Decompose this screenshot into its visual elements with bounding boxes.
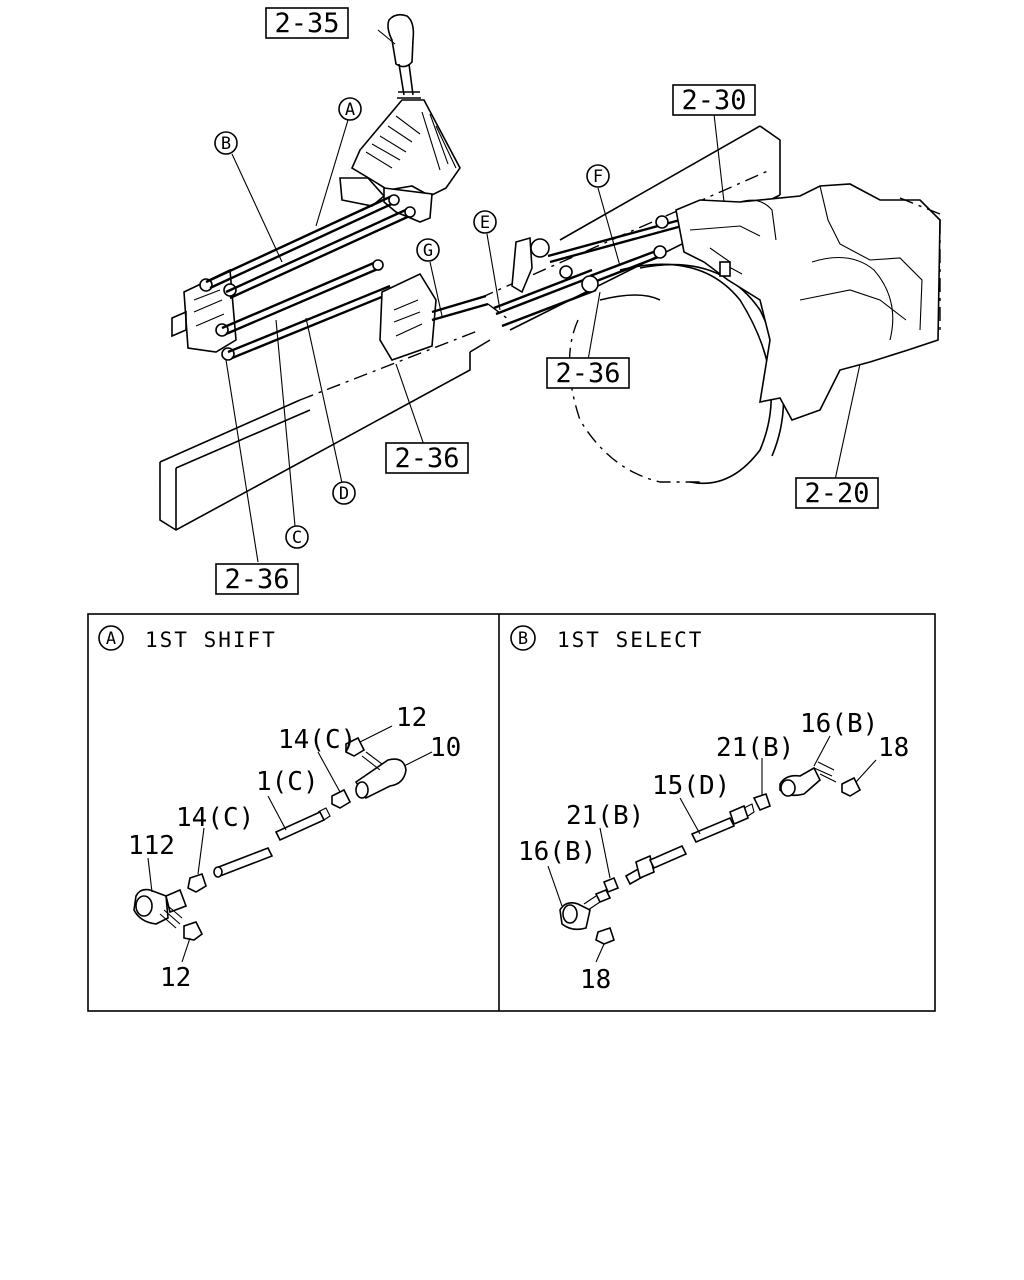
ref-box-2-30: 2-30: [672, 84, 756, 116]
ref-label-2-36-center: 2-36: [394, 443, 459, 474]
detail-b-title: 1ST SELECT: [557, 628, 703, 652]
callout-d-letter: D: [339, 484, 349, 504]
label-b-part-18-bottom: 18: [580, 965, 611, 995]
callout-b: B: [214, 131, 238, 155]
callout-c-letter: C: [292, 528, 302, 548]
control-bracket-left: [171, 268, 237, 361]
callout-e-letter: E: [480, 213, 490, 233]
label-b-part-16b-left: 16(B): [518, 837, 596, 867]
detail-b-panel: B 1ST SELECT: [510, 625, 909, 995]
label-a-part-14c-left: 14(C): [176, 803, 254, 833]
label-a-part-12-top: 12: [396, 703, 427, 733]
ref-label-2-36-bottom: 2-36: [224, 564, 289, 595]
label-a-part-112: 112: [128, 831, 175, 861]
transmission-case: [675, 183, 941, 421]
callout-e: E: [473, 210, 497, 234]
ref-label-2-35: 2-35: [274, 8, 339, 39]
detail-panels-frame: [87, 613, 936, 1012]
ref-box-2-36-center: 2-36: [385, 442, 469, 474]
detail-a-leaders: [147, 725, 433, 963]
label-a-part-12-bottom: 12: [160, 963, 191, 993]
control-rods: [205, 194, 416, 360]
ref-box-2-36-right: 2-36: [546, 357, 630, 389]
shift-lever: [339, 13, 461, 223]
frame-rail: [159, 125, 781, 531]
detail-b-leaders: [547, 735, 877, 963]
ref-label-2-30: 2-30: [681, 85, 746, 116]
label-b-part-16b-top: 16(B): [800, 709, 878, 739]
detail-a-parts: [133, 736, 407, 941]
callout-a: A: [338, 97, 362, 121]
label-b-part-18-top: 18: [878, 733, 909, 763]
detail-a-panel: A 1ST SHIFT: [98, 625, 461, 993]
label-b-part-21b-mid: 21(B): [566, 801, 644, 831]
detail-b-marker: B: [518, 629, 528, 649]
ref-box-2-20: 2-20: [795, 477, 879, 509]
ref-box-2-36-bottom: 2-36: [215, 563, 299, 595]
callout-a-letter: A: [345, 100, 355, 120]
callout-f-letter: F: [593, 167, 603, 187]
detail-b-header: B 1ST SELECT: [510, 625, 703, 652]
label-a-part-14c-top: 14(C): [278, 725, 356, 755]
callout-b-letter: B: [221, 134, 231, 154]
label-a-part-1c: 1(C): [256, 767, 319, 797]
callout-d: D: [332, 481, 356, 505]
ref-box-2-35: 2-35: [265, 7, 349, 39]
center-bracket: [379, 272, 513, 361]
detail-a-header: A 1ST SHIFT: [98, 625, 277, 652]
ref-label-2-20: 2-20: [804, 478, 869, 509]
callout-g-letter: G: [423, 241, 433, 261]
callout-f: F: [586, 164, 610, 188]
callout-c: C: [285, 525, 309, 549]
callout-g: G: [416, 238, 440, 262]
detail-a-marker: A: [106, 629, 116, 649]
ref-label-2-36-right: 2-36: [555, 358, 620, 389]
transmission-linkage: [493, 215, 683, 328]
label-b-part-21b-top: 21(B): [716, 733, 794, 763]
detail-a-title: 1ST SHIFT: [145, 628, 277, 652]
label-b-part-15d: 15(D): [652, 771, 730, 801]
detail-b-parts: [559, 761, 862, 945]
label-a-part-10: 10: [430, 733, 461, 763]
leader-lines: [225, 29, 861, 563]
main-assembly-illustration: 2-35 2-30 2-36 2-36 2-20 2-36 A B: [159, 7, 941, 595]
